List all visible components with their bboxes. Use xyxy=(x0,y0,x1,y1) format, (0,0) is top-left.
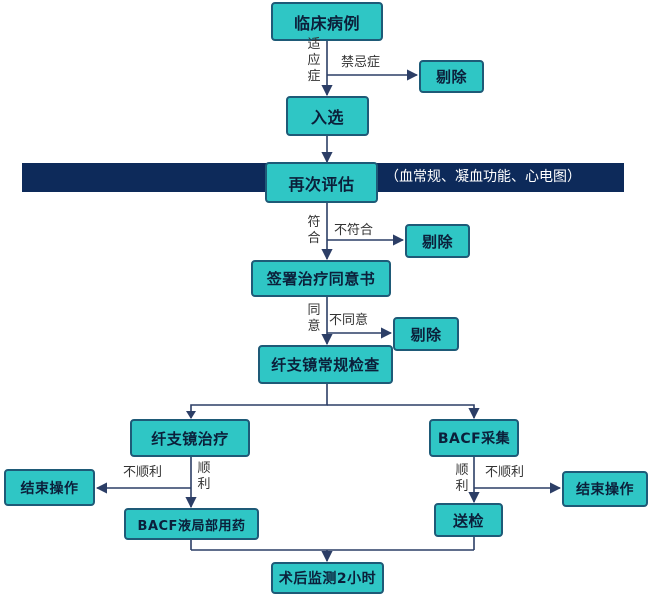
node-label: 剔除 xyxy=(435,68,467,86)
node-exclude-1: 剔除 xyxy=(419,60,484,93)
label-smooth-left: 顺利 xyxy=(197,461,211,492)
node-end-left: 结束操作 xyxy=(4,469,95,506)
reassess-note: （血常规、凝血功能、心电图） xyxy=(385,169,581,185)
node-label: 剔除 xyxy=(410,325,442,344)
node-bacf-local-drug: BACF液局部用药 xyxy=(124,508,259,540)
node-bacf-collect: BACF采集 xyxy=(429,419,519,457)
label-disagree: 不同意 xyxy=(329,313,369,328)
node-monitor: 术后监测2小时 xyxy=(271,562,384,594)
node-enrolled: 入选 xyxy=(286,96,369,136)
node-label: BACF采集 xyxy=(437,431,511,447)
label-smooth-right: 顺利 xyxy=(455,463,469,494)
split-line-right xyxy=(327,404,480,420)
label-not-conform: 不符合 xyxy=(334,223,374,238)
node-bronch-treat: 纤支镜治疗 xyxy=(130,419,250,457)
node-label: 术后监测2小时 xyxy=(278,571,377,587)
node-bronch-exam: 纤支镜常规检查 xyxy=(258,345,393,384)
node-label: 结束操作 xyxy=(576,482,634,498)
arrowhead-left-branch xyxy=(186,411,196,419)
node-exclude-3: 剔除 xyxy=(393,317,459,351)
node-label: 再次评估 xyxy=(288,174,355,194)
label-agree: 同意 xyxy=(307,303,321,334)
node-label: 纤支镜常规检查 xyxy=(271,356,380,374)
node-label: 纤支镜治疗 xyxy=(151,429,229,448)
node-exclude-2: 剔除 xyxy=(405,224,470,258)
node-label: 临床病例 xyxy=(293,13,360,33)
node-label: 签署治疗同意书 xyxy=(266,270,376,288)
node-consent: 签署治疗同意书 xyxy=(251,260,391,297)
node-label: 剔除 xyxy=(421,232,453,251)
label-conform: 符合 xyxy=(307,215,321,246)
label-contraindication: 禁忌症 xyxy=(341,55,381,70)
node-send-test: 送检 xyxy=(434,503,503,537)
node-label: 结束操作 xyxy=(20,480,79,497)
label-indication: 适应症 xyxy=(307,37,321,84)
node-label: 送检 xyxy=(452,511,484,530)
node-label: BACF液局部用药 xyxy=(137,518,246,534)
label-not-smooth-right: 不顺利 xyxy=(485,465,525,480)
node-end-right: 结束操作 xyxy=(562,471,648,507)
node-clinical-case: 临床病例 xyxy=(271,2,383,41)
split-line xyxy=(190,384,328,418)
node-reassess: 再次评估 xyxy=(265,162,378,203)
label-not-smooth-left: 不顺利 xyxy=(123,465,163,480)
node-label: 入选 xyxy=(310,108,344,127)
